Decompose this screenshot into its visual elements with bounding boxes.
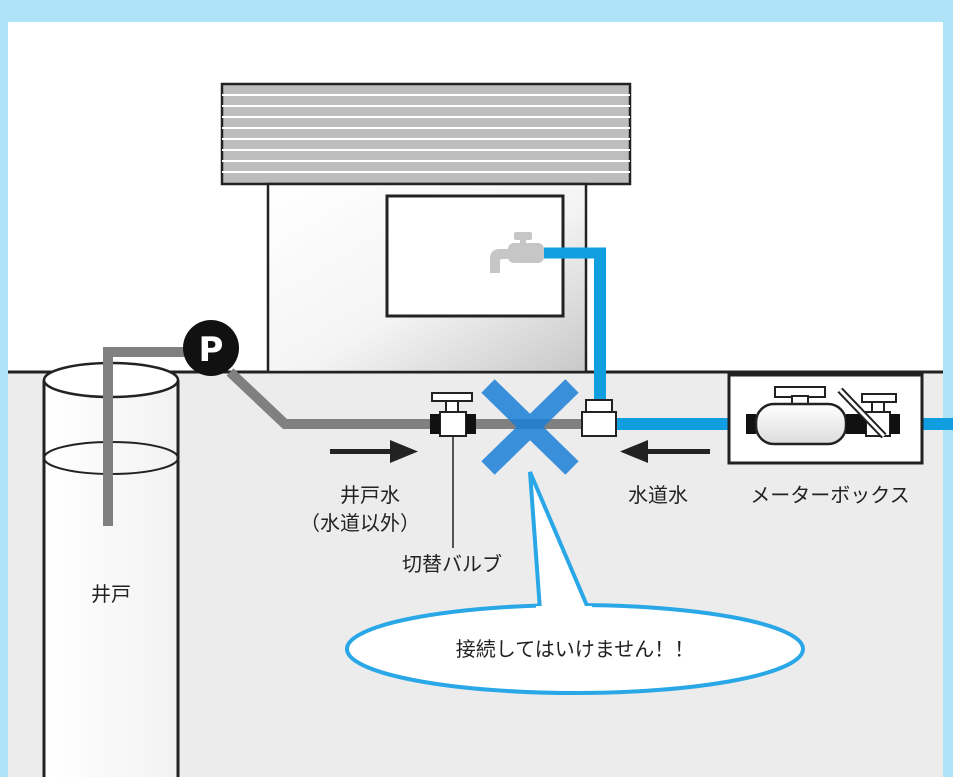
cross-mark-icon — [481, 379, 579, 475]
well-water-arrow — [330, 440, 418, 463]
house-roof — [220, 82, 632, 186]
valve-label: 切替バルブ — [402, 552, 502, 576]
pump-icon: P — [183, 320, 239, 376]
well-water-label: 井戸水 — [340, 483, 400, 507]
warning-bubble — [345, 471, 805, 695]
faucet-icon — [490, 232, 544, 273]
well-label: 井戸 — [91, 582, 131, 606]
tap-water-arrow — [620, 440, 710, 463]
tap-water-label: 水道水 — [628, 483, 688, 507]
house-window — [385, 194, 565, 318]
t-joint-icon — [581, 399, 617, 437]
well-water-note: （水道以外） — [300, 511, 420, 535]
valve-icon — [430, 392, 476, 437]
water-meter-icon — [746, 386, 856, 446]
meter-box-label: メーターボックス — [750, 483, 909, 507]
warning-text: 接続してはいけません！！ — [456, 637, 694, 661]
pump-label: P — [199, 330, 224, 370]
meter-valve-icon — [837, 387, 900, 439]
